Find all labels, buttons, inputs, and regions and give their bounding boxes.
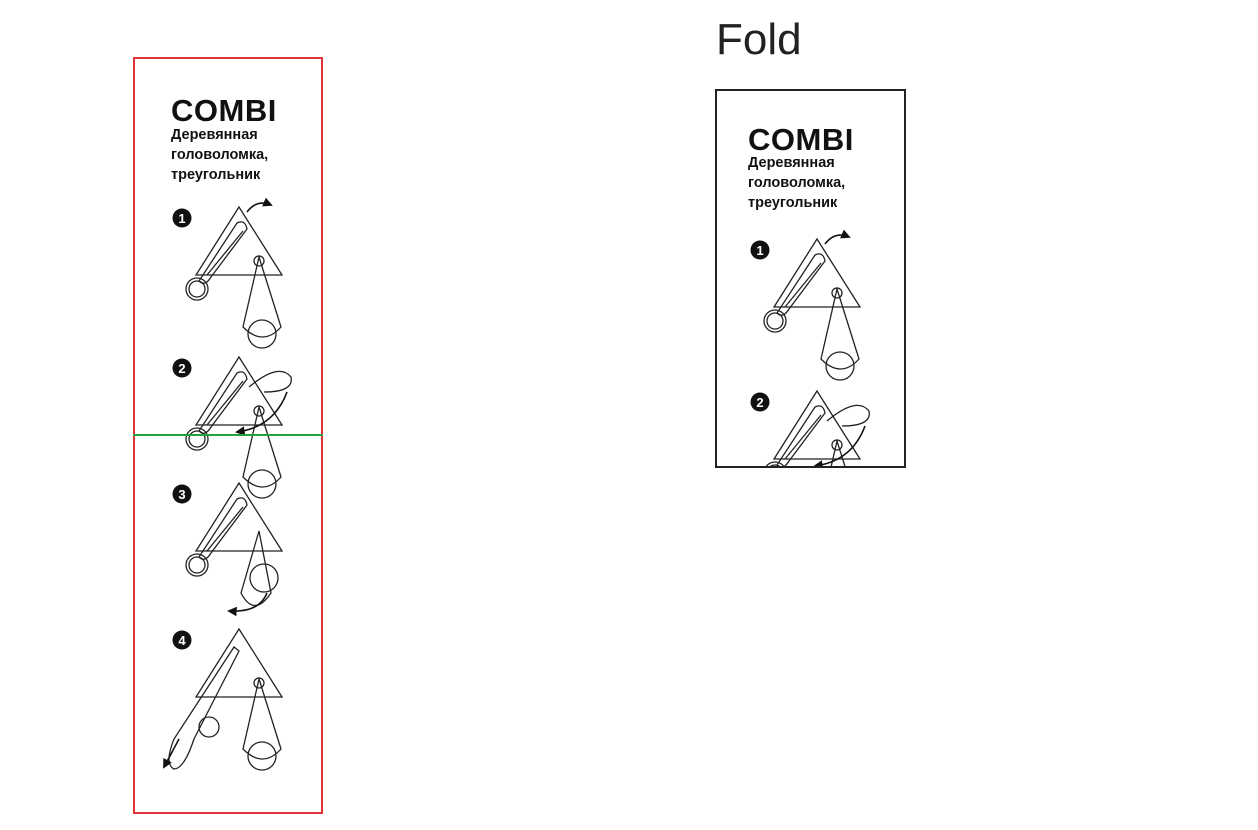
product-title: COMBI bbox=[171, 93, 277, 128]
subtitle-line: головоломка, bbox=[748, 175, 846, 191]
ball-icon bbox=[825, 351, 855, 381]
arrow-icon bbox=[163, 738, 180, 769]
instruction-panel-folded: COMBI Деревянная головоломка, треугольни… bbox=[715, 89, 906, 468]
ball-icon bbox=[247, 469, 277, 499]
step-number: 2 bbox=[178, 361, 185, 376]
step-number-badge bbox=[750, 240, 770, 260]
puzzle-steps-illustration: 12 bbox=[750, 229, 870, 466]
triangle-piece-icon bbox=[772, 237, 862, 308]
ball-icon bbox=[247, 741, 277, 771]
subtitle-line: треугольник bbox=[171, 167, 261, 183]
loop-knot bbox=[253, 677, 265, 689]
subtitle-line: треугольник bbox=[748, 195, 838, 211]
arrow-icon bbox=[235, 391, 288, 436]
wire-loop-icon bbox=[198, 497, 248, 560]
arrow-icon bbox=[813, 425, 866, 466]
step-number: 3 bbox=[178, 487, 185, 502]
loop-knot bbox=[831, 439, 843, 451]
ring-icon bbox=[198, 716, 220, 738]
wire-loop-icon bbox=[776, 405, 826, 466]
wire-loop-icon bbox=[168, 646, 240, 770]
step-number-badge bbox=[172, 358, 192, 378]
teardrop-loop-icon bbox=[242, 404, 282, 488]
wire-loop-extended bbox=[248, 370, 292, 393]
arrow-icon bbox=[227, 592, 268, 617]
ring-inner bbox=[188, 430, 206, 448]
wire-loop-inner bbox=[206, 230, 244, 276]
ring-inner bbox=[188, 280, 206, 298]
wire-loop-icon bbox=[198, 221, 248, 284]
ball-icon bbox=[249, 563, 279, 593]
puzzle-steps-illustration: 1 2 3 4 bbox=[163, 197, 292, 771]
product-subtitle: Деревянная головоломка, треугольник bbox=[171, 125, 268, 185]
subtitle-line: головоломка, bbox=[171, 147, 269, 163]
wire-loop-inner bbox=[784, 262, 822, 308]
triangle-piece-icon bbox=[194, 481, 284, 552]
step-number: 4 bbox=[178, 633, 186, 648]
step-number-badge bbox=[172, 630, 192, 650]
ring-inner bbox=[188, 556, 206, 574]
subtitle-line: Деревянная bbox=[748, 155, 835, 171]
ring-icon bbox=[765, 461, 785, 466]
ring-inner bbox=[766, 312, 784, 330]
fold-line bbox=[133, 434, 323, 436]
teardrop-loop-icon bbox=[242, 254, 282, 338]
triangle-piece-icon bbox=[772, 389, 862, 460]
step-number: 1 bbox=[756, 243, 763, 258]
product-title: COMBI bbox=[748, 122, 854, 157]
wire-loop-inner bbox=[206, 380, 244, 426]
ring-icon bbox=[185, 277, 209, 301]
wire-loop-icon bbox=[198, 371, 248, 434]
teardrop-loop-icon bbox=[242, 676, 282, 760]
triangle-piece-icon bbox=[194, 627, 284, 698]
fold-label: Fold bbox=[716, 15, 802, 64]
step-number-badge bbox=[750, 392, 770, 412]
teardrop-loop-icon bbox=[240, 530, 272, 607]
step-number-badge bbox=[172, 208, 192, 228]
wire-loop-icon bbox=[776, 253, 826, 316]
ball-icon bbox=[247, 319, 277, 349]
loop-knot bbox=[831, 287, 843, 299]
product-subtitle: Деревянная головоломка, треугольник bbox=[748, 153, 845, 213]
loop-knot bbox=[253, 405, 265, 417]
ring-inner bbox=[769, 464, 781, 466]
triangle-piece-icon bbox=[194, 205, 284, 276]
wire-loop-inner bbox=[206, 506, 244, 552]
step-number: 2 bbox=[756, 395, 763, 410]
wire-loop-extended bbox=[826, 404, 870, 427]
ring-icon bbox=[185, 427, 209, 451]
teardrop-loop-icon bbox=[820, 286, 860, 370]
subtitle-line: Деревянная bbox=[171, 127, 258, 143]
ring-icon bbox=[185, 553, 209, 577]
step-number-badge bbox=[172, 484, 192, 504]
ring-icon bbox=[763, 309, 787, 333]
arrow-icon bbox=[824, 229, 851, 245]
loop-knot bbox=[253, 255, 265, 267]
triangle-piece-icon bbox=[194, 355, 284, 426]
arrow-icon bbox=[246, 197, 273, 213]
step-number: 1 bbox=[178, 211, 185, 226]
wire-loop-inner bbox=[784, 414, 822, 460]
